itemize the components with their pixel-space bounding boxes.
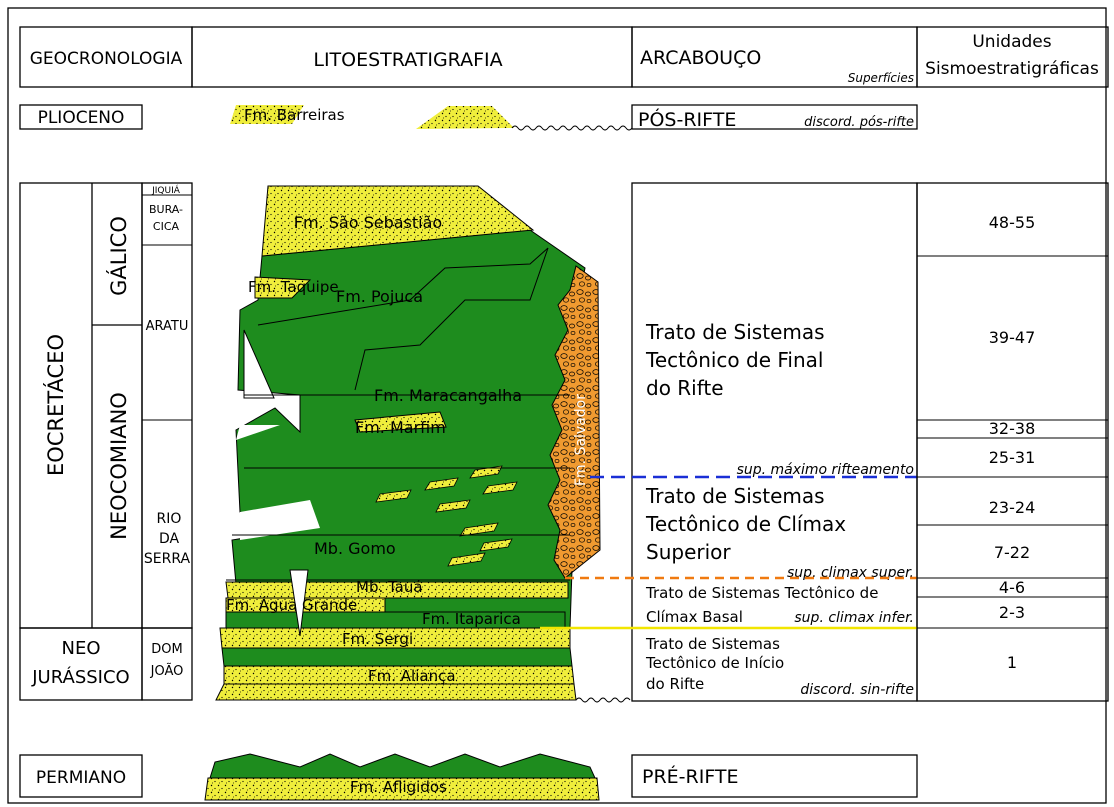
unit-dividers — [917, 255, 1108, 629]
pos-rifte-box — [631, 104, 918, 130]
header-superficies: Superfícies — [848, 71, 914, 85]
pre-rifte-label: PRÉ-RIFTE — [642, 765, 739, 788]
unit-1: 1 — [1007, 653, 1017, 672]
tract-climax-basal-2: Clímax Basal — [646, 608, 743, 626]
fm-alianca-shale — [221, 647, 573, 667]
label-afligidos: Fm. Afligidos — [350, 778, 447, 796]
sin-rifte-unconformity-wave — [575, 697, 631, 703]
fm-barreiras-label: Fm. Barreiras — [244, 106, 345, 124]
plioceno-box — [19, 104, 143, 130]
unit-2-3: 2-3 — [999, 603, 1025, 622]
pos-rifte-surface: discord. pós-rifte — [804, 115, 914, 130]
plioceno-label: PLIOCENO — [38, 108, 125, 128]
surface-maximo: sup. máximo rifteamento — [737, 462, 914, 478]
tract-final-2: Tectônico de Final — [645, 348, 823, 372]
tract-climax-sup-2: Tectônico de Clímax — [645, 512, 846, 536]
fm-alianca-sand — [215, 683, 577, 701]
label-agua-grande: Fm. Água Grande — [226, 595, 357, 614]
unit-48-55: 48-55 — [989, 213, 1036, 232]
spike-notch — [289, 569, 309, 637]
header-litoestratigrafia: LITOESTRATIGRAFIA — [313, 49, 502, 71]
dom-joao-box — [141, 627, 193, 701]
tract-inicio-2: Tectônico de Início — [645, 654, 784, 672]
pos-rifte-unconformity-wave — [511, 125, 633, 131]
tract-final-3: do Rifte — [646, 376, 724, 400]
neo-label: NEO — [61, 638, 100, 659]
stage-dom: DOM — [151, 642, 182, 657]
unit-25-31: 25-31 — [989, 448, 1036, 467]
stage-serra: SERRA — [144, 551, 191, 567]
fm-taquipe — [254, 276, 312, 299]
fm-salvador-conglomerate — [547, 265, 601, 579]
label-maracangalha: Fm. Maracangalha — [374, 386, 522, 405]
stage-aratu: ARATU — [146, 319, 189, 334]
label-taquipe: Fm. Taquipe — [248, 278, 339, 296]
tract-climax-basal-1: Trato de Sistemas Tectônico de — [645, 584, 878, 602]
tract-climax-sup-3: Superior — [646, 540, 731, 564]
stage-jiquia: JIQUIÁ — [151, 184, 181, 196]
neocomiano-label: NEOCOMIANO — [107, 392, 131, 540]
stage-joao: JOÃO — [150, 663, 184, 679]
label-pojuca: Fm. Pojuca — [336, 287, 423, 306]
label-salvador: Fm. Salvador — [573, 394, 589, 486]
unit-39-47: 39-47 — [989, 328, 1036, 347]
unit-7-22: 7-22 — [994, 543, 1030, 562]
header-unidades-box — [916, 26, 1109, 88]
label-alianca: Fm. Aliança — [368, 667, 456, 685]
stage-da: DA — [159, 531, 180, 547]
fm-afligidos-shale — [209, 753, 596, 779]
notch-white-upper — [243, 329, 275, 399]
label-gomo: Mb. Gomo — [314, 539, 396, 558]
fm-afligidos-sand — [204, 777, 600, 801]
fm-barreiras-wedge — [416, 106, 514, 129]
header-arcabouco: ARCABOUÇO — [640, 47, 761, 69]
tract-inicio-3: do Rifte — [646, 675, 704, 693]
fm-marfim — [354, 411, 447, 433]
mb-taua-sand — [225, 581, 569, 599]
permiano-label: PERMIANO — [36, 768, 126, 788]
tract-final-1: Trato de Sistemas — [645, 320, 825, 344]
jurassico-label: JURÁSSICO — [31, 666, 129, 688]
unit-32-38: 32-38 — [989, 419, 1036, 438]
pre-rifte-box — [631, 754, 918, 798]
pos-rifte-label: PÓS-RIFTE — [638, 107, 736, 131]
outer-frame — [7, 7, 1107, 804]
eocretaceo-label: EOCRETÁCEO — [43, 334, 68, 476]
fm-sao-sebastiao — [261, 185, 535, 257]
units-box — [916, 182, 1109, 702]
label-itaparica: Fm. Itaparica — [422, 610, 521, 628]
label-sao-sebastiao: Fm. São Sebastião — [294, 213, 442, 232]
label-marfim: Fm. Marfim — [355, 418, 446, 437]
label-taua: Mb. Tauá — [356, 578, 423, 596]
header-sismoestratigraficas: Sismoestratigráficas — [925, 59, 1099, 79]
unit-23-24: 23-24 — [989, 498, 1036, 517]
tract-inicio-1: Trato de Sistemas — [645, 635, 780, 653]
internal-boundaries — [226, 247, 570, 581]
galico-label: GÁLICO — [106, 216, 131, 296]
sand-lenses — [375, 465, 518, 567]
stage-rio: RIO — [157, 511, 182, 527]
header-geocronologia: GEOCRONOLOGIA — [30, 49, 183, 69]
unit-4-6: 4-6 — [999, 578, 1025, 597]
stage-buracica-1: BURA- — [149, 203, 183, 216]
fm-barreiras-block — [230, 105, 304, 124]
surface-climax-infer: sup. climax infer. — [794, 610, 914, 626]
header-unidades: Unidades — [972, 32, 1051, 52]
surface-sin-rifte: discord. sin-rifte — [800, 682, 914, 698]
tract-climax-sup-1: Trato de Sistemas — [645, 484, 825, 508]
stage-buracica-2: CICA — [153, 220, 180, 233]
label-sergi: Fm. Sergi — [342, 630, 413, 648]
permiano-box — [19, 754, 143, 798]
